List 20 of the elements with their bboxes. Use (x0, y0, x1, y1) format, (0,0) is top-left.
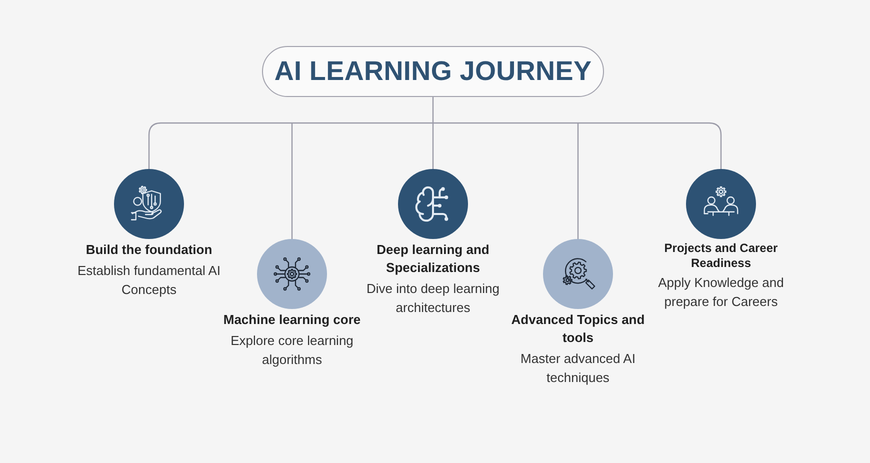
heading-banner (262, 46, 604, 97)
connector-line (292, 122, 433, 124)
connector-line (432, 123, 434, 169)
step-heading: Machine learning core (222, 311, 362, 329)
step-description: Apply Knowledge and prepare for Careers (657, 274, 785, 311)
connector-line (291, 123, 293, 239)
step-description: Explore core learning algorithms (230, 332, 354, 369)
connector-line (433, 122, 578, 124)
connector-line (432, 97, 434, 123)
step-description: Establish fundamental AI Concepts (76, 262, 222, 299)
step-description: Master advanced AI techniques (520, 350, 636, 387)
step-description: Dive into deep learning architectures (366, 280, 500, 317)
banner-label: AI LEARNING JOURNEY (274, 58, 592, 85)
connector-line (148, 122, 292, 169)
step-heading: Deep learning and Specializations (376, 241, 490, 277)
step-heading: Build the foundation (84, 241, 214, 259)
connector-line (578, 122, 722, 169)
step-heading: Projects and Career Readiness (663, 241, 779, 271)
step-heading: Advanced Topics and tools (510, 311, 646, 347)
connector-line (577, 123, 579, 239)
